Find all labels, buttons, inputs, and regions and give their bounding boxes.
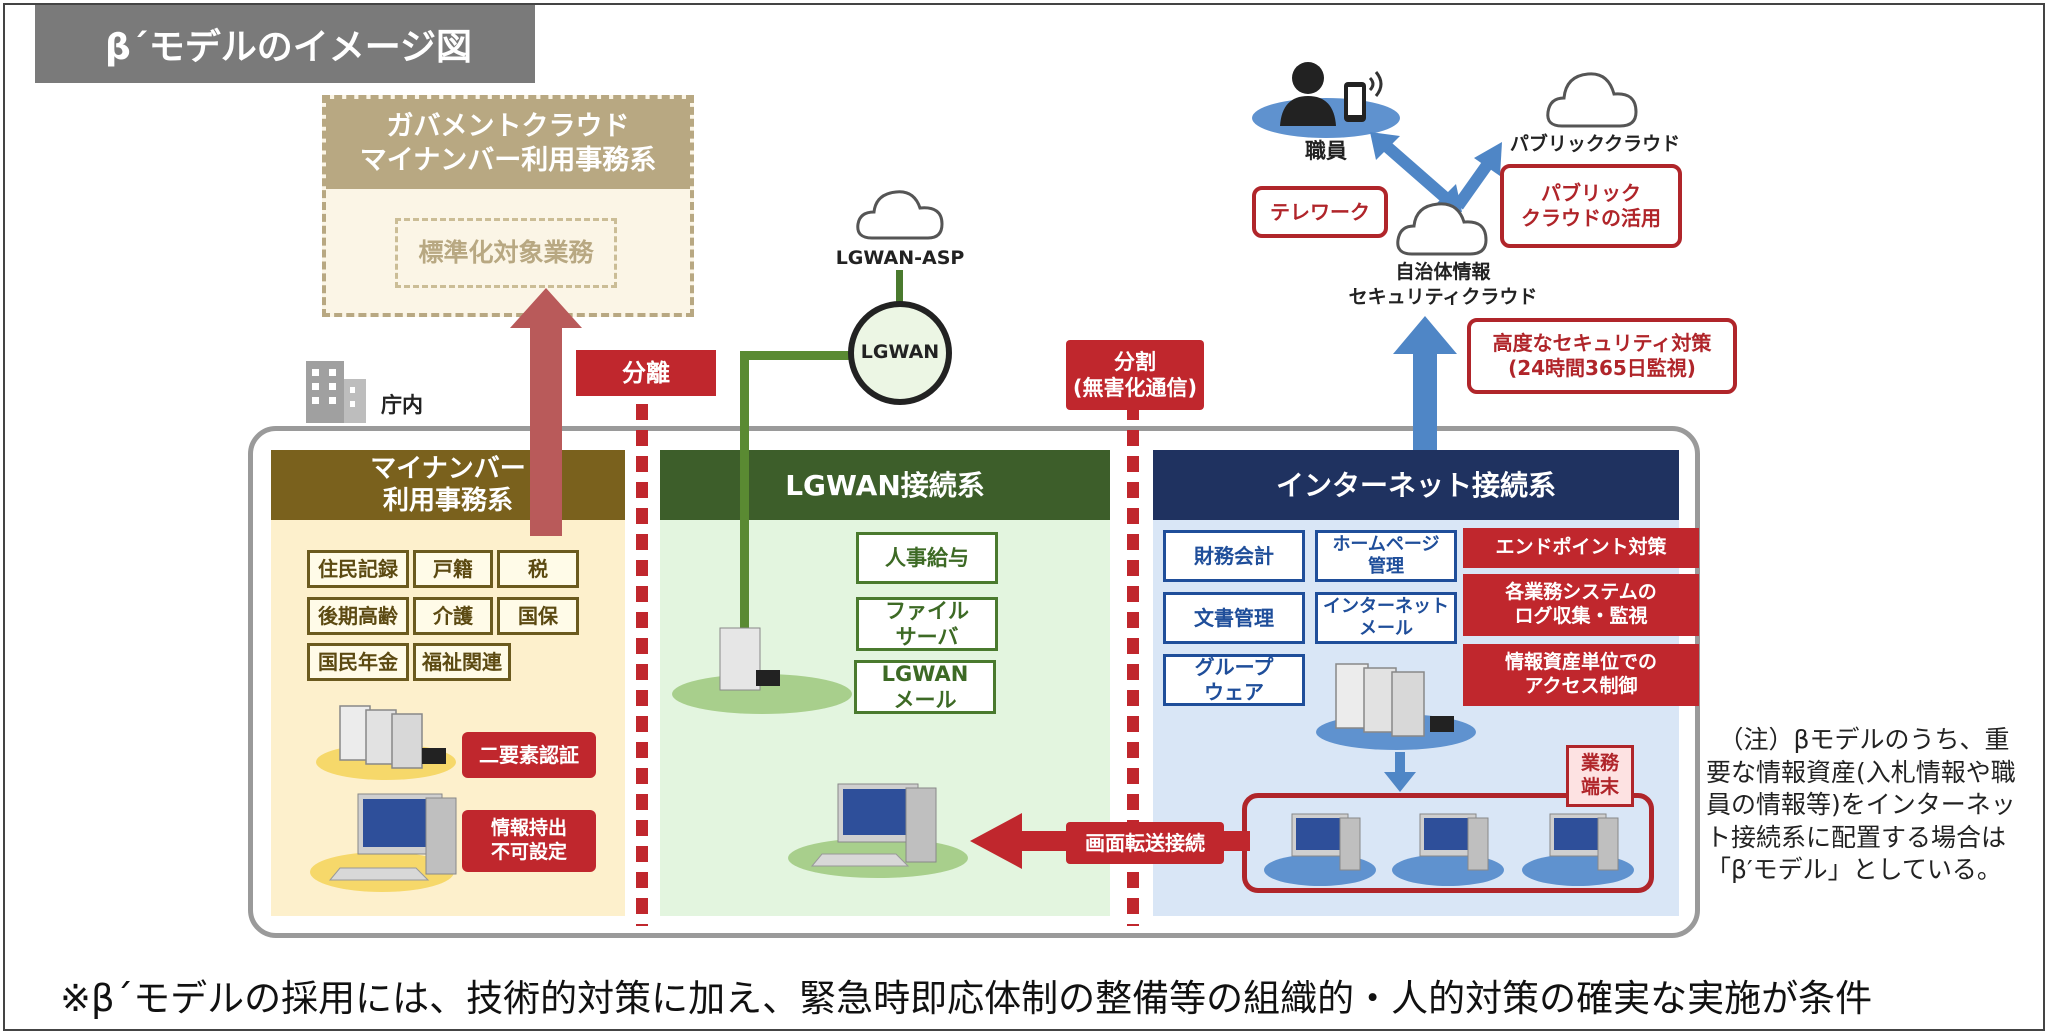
measure-log-monitoring: 各業務システムの ログ収集・監視	[1463, 574, 1699, 636]
internet-cell-groupware: グループ ウェア	[1163, 654, 1305, 706]
two-factor-auth-badge: 二要素認証	[462, 732, 596, 778]
mynumber-cell-resident: 住民記録	[307, 550, 409, 588]
lgwan-uplink-horizontal	[740, 351, 854, 360]
internet-cell-documents: 文書管理	[1163, 592, 1305, 644]
lgwan-cell-payroll: 人事給与	[856, 532, 998, 584]
lgwan-cell-mail: LGWAN メール	[854, 660, 996, 714]
terminal-label: 業務 端末	[1566, 745, 1634, 807]
mynumber-cell-elderly: 後期高齢	[307, 597, 409, 635]
lgwan-pc-icon	[788, 783, 968, 878]
internet-server-icon	[1316, 663, 1476, 750]
mynumber-cell-care: 介護	[413, 597, 493, 635]
separator-line-left	[636, 404, 648, 926]
gov-cloud-title: ガバメントクラウド マイナンバー利用事務系	[326, 99, 690, 189]
screen-transfer-label: 画面転送接続	[1066, 822, 1224, 864]
page-title: β´モデルのイメージ図	[35, 5, 535, 83]
telework-badge: テレワーク	[1252, 186, 1388, 238]
lgwan-header: LGWAN接続系	[660, 450, 1110, 520]
footer-condition: ※β´モデルの採用には、技術的対策に加え、緊急時即応体制の整備等の組織的・人的対…	[60, 977, 1873, 1020]
terminal-pc-icon-2	[1392, 813, 1504, 886]
internet-cell-finance: 財務会計	[1163, 530, 1305, 582]
separation-badge: 分離	[576, 350, 716, 396]
no-export-badge: 情報持出 不可設定	[462, 810, 596, 872]
internet-cell-homepage: ホームページ 管理	[1315, 530, 1457, 582]
mynumber-cell-welfare: 福祉関連	[413, 643, 511, 681]
public-cloud-use-badge: パブリック クラウドの活用	[1500, 164, 1682, 248]
building-icon	[306, 361, 366, 423]
mynumber-header: マイナンバー 利用事務系	[271, 450, 625, 520]
security-measures-badge: 高度なセキュリティ対策 (24時間365日監視)	[1467, 318, 1737, 394]
mynumber-cell-family: 戸籍	[413, 550, 493, 588]
mynumber-pc-icon	[310, 793, 457, 892]
note-text: （注）βモデルのうち、重要な情報資産(入札情報や職員の情報等)をインターネット接…	[1706, 725, 2016, 884]
lgwan-node: LGWAN	[848, 301, 952, 405]
lgwan-asp-link	[896, 270, 903, 306]
internet-header: インターネット接続系	[1153, 450, 1679, 520]
terminal-pc-icon-1	[1264, 813, 1376, 886]
public-cloud-icon	[1546, 72, 1638, 128]
measure-access-control: 情報資産単位での アクセス制御	[1463, 644, 1699, 706]
division-badge: 分割 (無害化通信)	[1066, 340, 1204, 410]
security-cloud-icon	[1396, 202, 1488, 256]
staff-icon	[1252, 62, 1400, 138]
outer-frame	[3, 3, 2045, 1031]
standardized-tasks: 標準化対象業務	[395, 218, 617, 288]
lgwan-cell-file-server: ファイル サーバ	[856, 597, 998, 651]
lgwan-uplink-vertical	[740, 351, 749, 629]
mynumber-server-icon	[316, 705, 456, 780]
public-cloud-arrow	[1453, 142, 1502, 210]
lgwan-server-icon	[672, 627, 852, 714]
mynumber-cell-pension: 国民年金	[307, 643, 409, 681]
mynumber-cell-health: 国保	[497, 597, 579, 635]
public-cloud-label: パブリッククラウド	[1509, 133, 1681, 155]
terminal-pc-icon-3	[1522, 813, 1634, 886]
lgwan-asp-label: LGWAN-ASP	[835, 247, 965, 269]
lgwan-asp-cloud-icon	[856, 190, 944, 240]
internet-cell-mail: インターネット メール	[1315, 592, 1457, 644]
mynumber-cell-tax: 税	[497, 550, 579, 588]
security-uplink-arrow	[1393, 316, 1457, 450]
security-cloud-label: 自治体情報 セキュリティクラウド	[1348, 261, 1538, 308]
upload-arrow	[510, 288, 582, 536]
measure-endpoint: エンドポイント対策	[1463, 528, 1699, 568]
building-label: 庁内	[381, 393, 423, 417]
down-arrow	[1384, 752, 1416, 792]
staff-label: 職員	[1305, 139, 1347, 163]
separator-line-right	[1127, 404, 1139, 926]
